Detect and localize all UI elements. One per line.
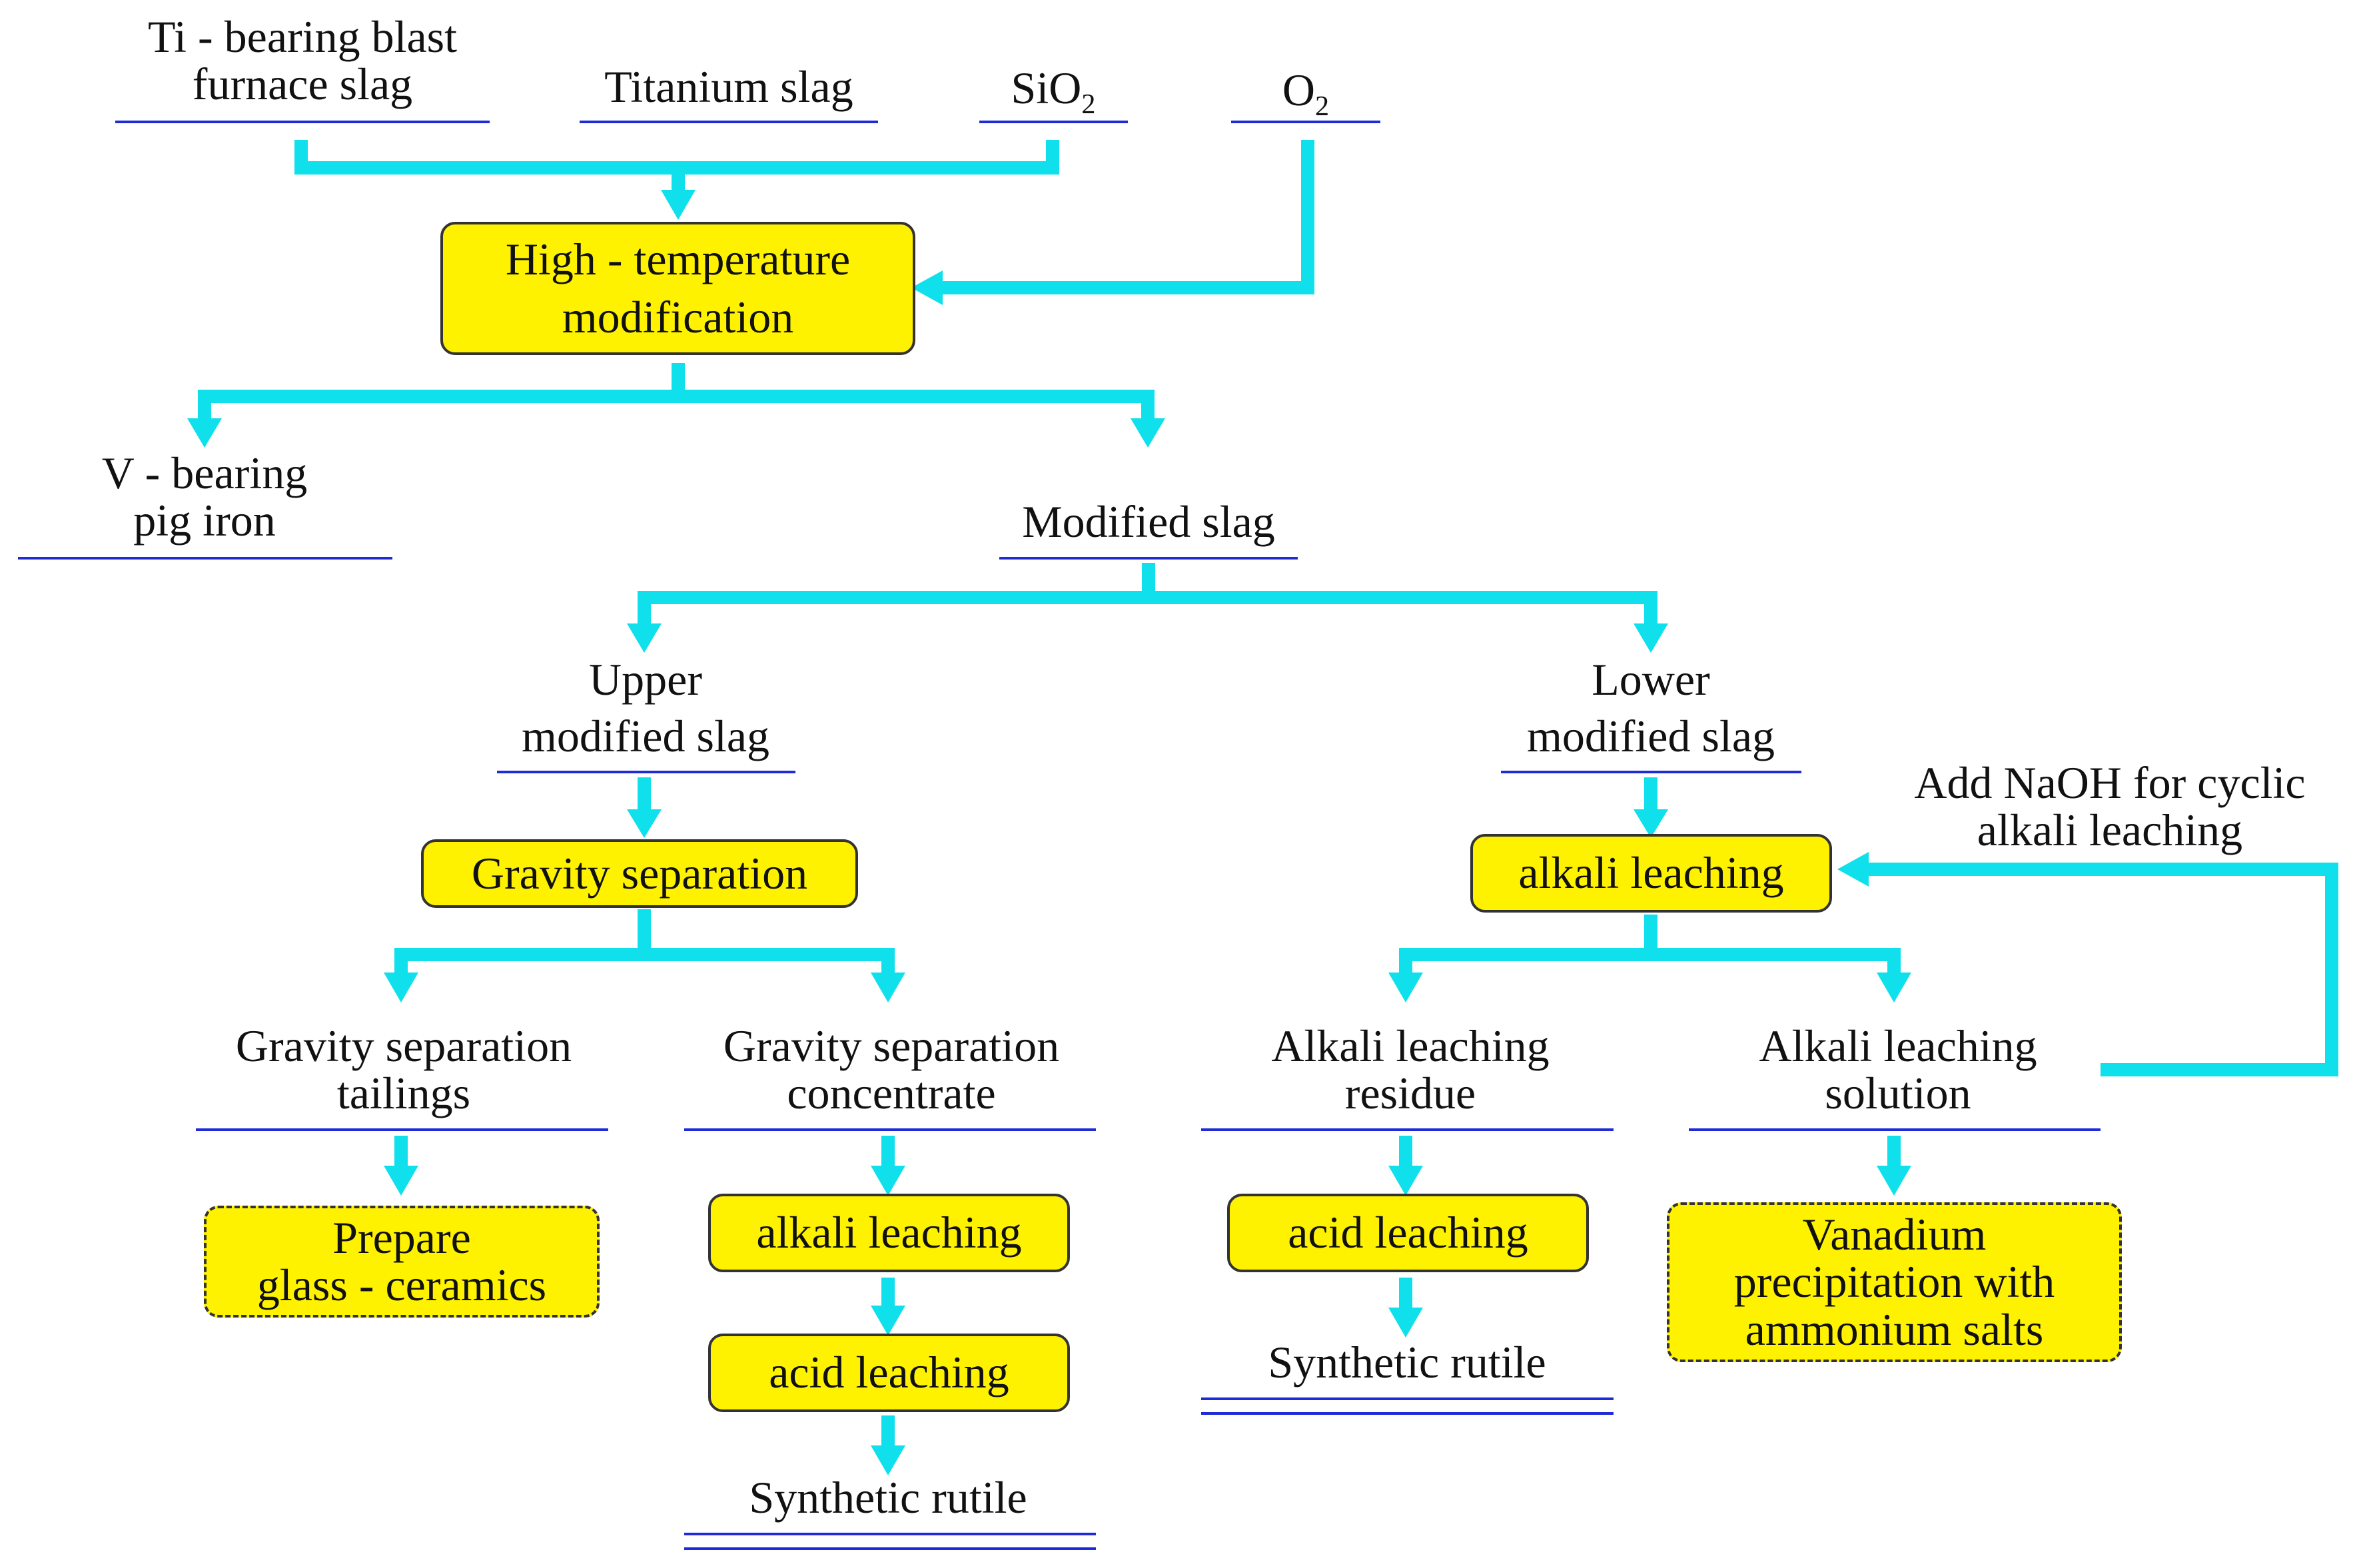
solution-label: Alkali leaching solution [1759,1022,2037,1118]
arrowhead-to-gravity [627,809,662,838]
o2-label: O2 [1282,65,1329,120]
gravity-separation-text: Gravity separation [471,847,808,899]
arrowhead-to-rutile-right [1388,1308,1423,1338]
o2-text: O [1282,65,1316,115]
alkali-leaching-box-left: alkali leaching [708,1194,1070,1272]
arrowhead-to-solution [1877,973,1911,1002]
synthetic-rutile-left: Synthetic rutile [749,1472,1027,1523]
titanium-slag-label: Titanium slag [604,63,853,111]
arrowhead-to-acid-right [1388,1166,1423,1196]
v-iron-label: V - bearing pig iron [101,448,308,546]
arrowhead-to-v-iron [187,418,222,448]
arrowhead-naoh-loop [1837,852,1869,887]
arrowhead-to-lower [1634,623,1668,653]
gravity-separation-box: Gravity separation [421,839,858,908]
arrowhead-to-upper [627,623,662,653]
residue-line2: residue [1344,1068,1476,1119]
arrowhead-o2-to-htm [911,270,943,305]
solution-line1: Alkali leaching [1759,1020,2037,1071]
tailings-line2: tailings [336,1068,471,1119]
lower-line1: Lower [1592,654,1710,705]
alkali-leaching-right-text: alkali leaching [1518,847,1784,899]
htm-line1: High - temperature [505,233,851,284]
upper-line2: modified slag [521,711,770,762]
htm-to-iron-shaft [198,390,678,421]
vanadium-line1: Vanadium [1802,1208,1987,1260]
acid-leaching-left-text: acid leaching [769,1347,1009,1398]
synthetic-rutile-right: Synthetic rutile [1268,1337,1546,1387]
sio2-subscript: 2 [1081,88,1096,120]
high-temperature-modification-box: High - temperature modification [440,222,915,355]
rutile-right-text: Synthetic rutile [1268,1337,1546,1387]
vanadium-precipitation-box: Vanadium precipitation with ammonium sal… [1667,1202,2122,1362]
v-iron-line2: pig iron [133,495,276,546]
solution-line2: solution [1825,1068,1971,1119]
lower-slag-label: Lower modified slag [1526,654,1775,762]
vanadium-line2: precipitation with [1733,1256,2055,1308]
acid-leaching-box-right: acid leaching [1227,1194,1589,1272]
concentrate-label: Gravity separation concentrate [723,1022,1059,1118]
prepare-line2: glass - ceramics [256,1260,547,1310]
acid-leaching-right-text: acid leaching [1288,1207,1528,1258]
arrowhead-to-rutile-left [871,1445,905,1475]
titanium-slag-text: Titanium slag [604,61,853,112]
arrowhead-to-prepare [384,1166,418,1196]
upper-slag-label: Upper modified slag [521,654,770,762]
residue-line1: Alkali leaching [1271,1020,1550,1071]
concentrate-line2: concentrate [787,1068,996,1119]
htm-line2: modification [562,292,794,342]
arrowhead-to-alkali-right [1634,809,1668,838]
upper-line1: Upper [589,654,702,705]
modified-slag-label: Modified slag [1022,498,1275,546]
lower-line2: modified slag [1526,711,1775,762]
arrowhead-to-tailings [384,973,418,1002]
naoh-line2: alkali leaching [1977,805,2243,856]
label-underlines [18,121,2101,1550]
htm-split-line [672,363,1155,421]
acid-leaching-box-left: acid leaching [708,1334,1070,1412]
alkali-leaching-left-text: alkali leaching [756,1207,1022,1258]
prepare-glass-ceramics-box: Prepare glass - ceramics [204,1206,600,1318]
arrowhead-to-htm [661,190,696,220]
alkali-leaching-box-right: alkali leaching [1470,834,1832,913]
modified-slag-text: Modified slag [1022,496,1275,547]
ti-slag-line2: furnace slag [192,59,413,110]
arrowhead-to-acid-left [871,1306,905,1336]
ti-slag-line1: Ti - bearing blast [147,11,458,62]
v-iron-line1: V - bearing [101,448,308,498]
arrowhead-to-concentrate [871,973,905,1002]
arrow-heads [187,190,1911,1475]
naoh-note: Add NaOH for cyclic alkali leaching [1914,759,2305,855]
tailings-line1: Gravity separation [235,1020,572,1071]
rutile-left-text: Synthetic rutile [749,1472,1027,1523]
modified-slag-split [638,591,1657,626]
ti-slag-label: Ti - bearing blast furnace slag [148,13,457,109]
concentrate-line1: Gravity separation [723,1020,1060,1071]
naoh-loop-line [1862,863,2338,1076]
arrowhead-to-alkali-left [871,1166,905,1196]
residue-label: Alkali leaching residue [1271,1022,1549,1118]
tailings-label: Gravity separation tailings [236,1022,572,1118]
naoh-line1: Add NaOH for cyclic [1914,757,2306,808]
sio2-text: SiO [1011,63,1082,113]
alkali-split-line [1399,948,1901,976]
gravity-split-line [394,948,895,976]
sio2-label: SiO2 [1011,63,1096,118]
arrow-shafts [198,140,2338,1449]
prepare-line1: Prepare [332,1212,471,1263]
vanadium-line3: ammonium salts [1745,1304,2044,1355]
o2-to-htm-shaft [936,140,1314,294]
feed-merge-line [294,140,1059,175]
o2-subscript: 2 [1315,90,1330,122]
arrowhead-to-modified-slag [1131,418,1165,448]
arrowhead-to-vanadium [1877,1166,1911,1196]
arrowhead-to-residue [1388,973,1423,1002]
